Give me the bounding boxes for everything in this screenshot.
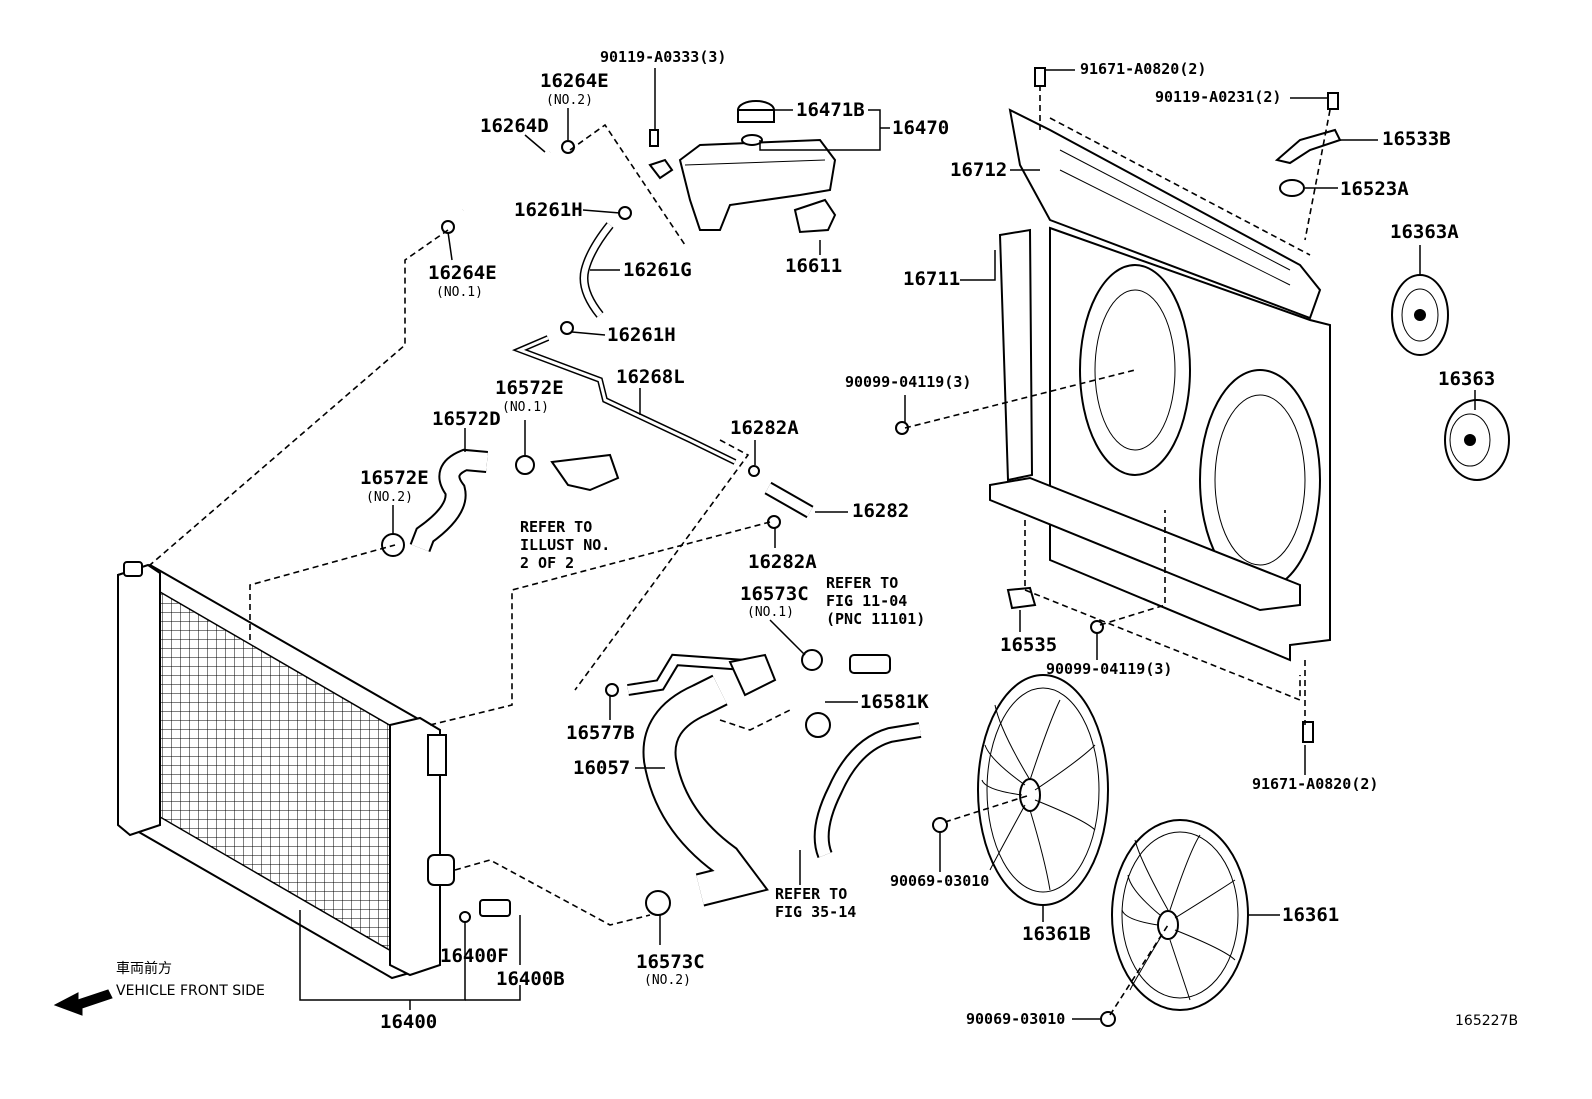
label-no1-a: (NO.1): [436, 285, 483, 300]
dashed-connectors: [149, 85, 1331, 1016]
note-refer-fig-35-14: REFER TO FIG 35-14: [775, 885, 856, 921]
label-16057: 16057: [573, 757, 631, 779]
label-no1-b: (NO.1): [502, 400, 549, 415]
label-16533b: 16533B: [1382, 128, 1451, 150]
label-no2-a: (NO.2): [546, 93, 593, 108]
label-90099-04119-a: 90099-04119(3): [845, 373, 972, 391]
label-16470: 16470: [892, 117, 950, 139]
label-16268l: 16268L: [616, 366, 685, 388]
label-16581k: 16581K: [860, 691, 929, 713]
clamps: [381, 67, 1342, 1027]
label-90119-a0231: 90119-A0231(2): [1155, 88, 1282, 106]
label-16361: 16361: [1282, 904, 1340, 926]
note-line: FIG 11-04: [826, 592, 908, 610]
radiator: [117, 561, 455, 980]
label-16572e-no2: 16572E: [360, 467, 429, 489]
label-16264d: 16264D: [480, 115, 549, 137]
front-side-japanese: 車両前方: [116, 961, 172, 977]
leader-lines: [299, 68, 1476, 1020]
label-16400: 16400: [380, 1011, 438, 1033]
label-16572d: 16572D: [432, 408, 501, 430]
note-line: REFER TO: [520, 518, 593, 536]
note-line: 2 OF 2: [520, 554, 575, 572]
note-line: REFER TO: [775, 885, 848, 903]
label-16535: 16535: [1000, 634, 1058, 656]
label-16363a: 16363A: [1390, 221, 1459, 243]
label-16611: 16611: [785, 255, 843, 277]
note-line: FIG 35-14: [775, 903, 857, 921]
label-16712: 16712: [950, 159, 1008, 181]
label-16264e-no2: 16264E: [540, 70, 609, 92]
label-16400f: 16400F: [440, 945, 509, 967]
label-16400b: 16400B: [496, 968, 565, 990]
fans: [977, 674, 1249, 1011]
label-no2-c: (NO.2): [644, 973, 691, 988]
note-line: ILLUST NO.: [520, 536, 611, 554]
front-side-english: VEHICLE FRONT SIDE: [116, 983, 265, 999]
label-16572e-no1: 16572E: [495, 377, 564, 399]
note-line: (PNC 11101): [826, 610, 926, 628]
note-refer-illust: REFER TO ILLUST NO. 2 OF 2: [520, 518, 610, 572]
label-16261h-a: 16261H: [514, 199, 583, 221]
label-16363: 16363: [1438, 368, 1496, 390]
label-16261g: 16261G: [623, 259, 692, 281]
label-16282: 16282: [852, 500, 910, 522]
label-16282a-b: 16282A: [748, 551, 817, 573]
label-16264e-no1: 16264E: [428, 262, 497, 284]
label-90119-a0333: 90119-A0333(3): [600, 48, 727, 66]
label-16282a-a: 16282A: [730, 417, 799, 439]
label-90069-03010-b: 90069-03010: [966, 1010, 1066, 1028]
fan-shroud: [989, 108, 1331, 662]
label-16471b: 16471B: [796, 99, 865, 121]
hoses: [409, 149, 922, 907]
label-91671-a0820-bot: 91671-A0820(2): [1252, 775, 1379, 793]
reservoir-tank: [648, 100, 837, 234]
label-90069-03010-a: 90069-03010: [890, 872, 990, 890]
note-refer-fig-11-04: REFER TO FIG 11-04 (PNC 11101): [826, 574, 925, 628]
note-line: REFER TO: [826, 574, 899, 592]
label-16573c-no1: 16573C: [740, 583, 809, 605]
figure-id: 165227B: [1455, 1013, 1519, 1029]
label-91671-a0820-top: 91671-A0820(2): [1080, 60, 1207, 78]
label-16523a: 16523A: [1340, 178, 1409, 200]
label-16573c-no2: 16573C: [636, 951, 705, 973]
label-16711: 16711: [903, 268, 961, 290]
label-16361b: 16361B: [1022, 923, 1091, 945]
label-no1-c: (NO.1): [747, 605, 794, 620]
fan-motors: [1391, 274, 1510, 481]
label-no2-b: (NO.2): [366, 490, 413, 505]
label-90099-04119-b: 90099-04119(3): [1046, 660, 1173, 678]
label-16261h-b: 16261H: [607, 324, 676, 346]
label-16577b: 16577B: [566, 722, 635, 744]
front-arrow-icon: [53, 989, 113, 1016]
